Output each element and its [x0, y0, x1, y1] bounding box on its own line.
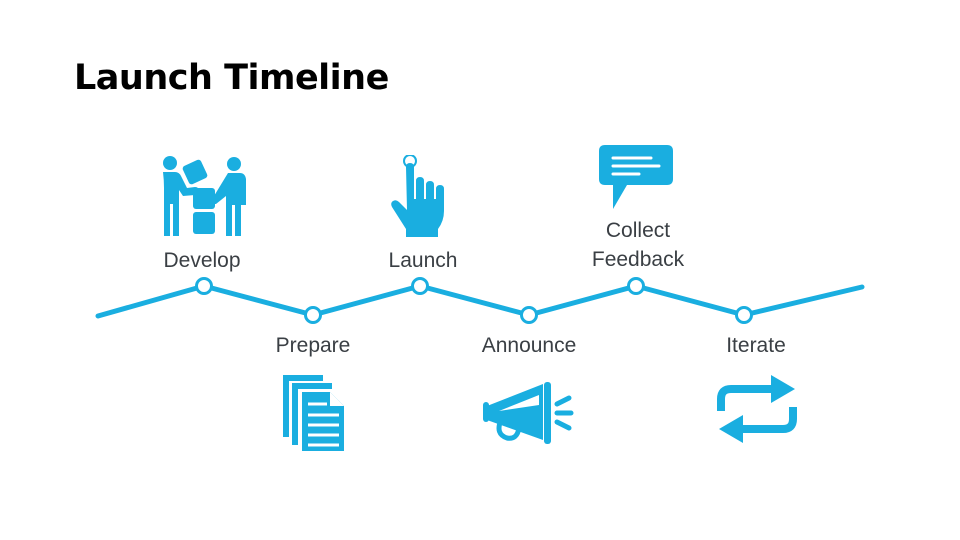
timeline-node-develop	[195, 277, 213, 295]
documents-icon	[283, 375, 344, 451]
repeat-icon	[717, 375, 797, 443]
chat-bubble-icon	[599, 145, 673, 209]
timeline-node-announce	[520, 306, 538, 324]
stage-label-prepare: Prepare	[275, 334, 351, 357]
stage-label-iterate: Iterate	[726, 334, 786, 357]
tap-finger-icon	[391, 155, 444, 237]
timeline-node-feedback	[627, 277, 645, 295]
handover-icon	[163, 156, 246, 236]
page-title: Launch Timeline	[74, 58, 389, 98]
timeline-node-iterate	[735, 306, 753, 324]
timeline-node-prepare	[304, 306, 322, 324]
stage-label-develop: Develop	[163, 249, 241, 272]
stage-label-line1: Collect	[605, 219, 671, 242]
stage-label-launch: Launch	[388, 249, 458, 272]
megaphone-icon	[483, 382, 574, 444]
stage-label-line2: Feedback	[591, 248, 685, 271]
stage-label-announce: Announce	[481, 334, 577, 357]
timeline-node-launch	[411, 277, 429, 295]
stage-label-collect-feedback: Collect Feedback	[558, 216, 718, 274]
